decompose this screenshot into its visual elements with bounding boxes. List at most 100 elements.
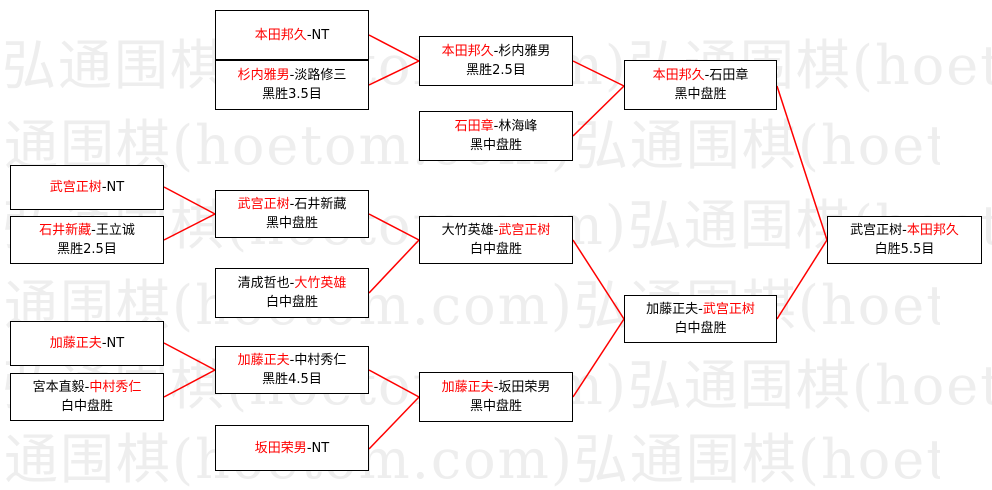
player-2-name: 林海峰: [498, 119, 538, 134]
match-box: 加藤正夫-中村秀仁 黑胜4.5目: [215, 346, 369, 394]
vs-separator: -: [91, 223, 96, 238]
match-box: 加藤正夫-NT: [10, 321, 164, 366]
player-2-name: 大竹英雄: [294, 276, 347, 291]
match-box: 武宫正树-NT: [10, 165, 164, 210]
match-box: 杉内雅男-淡路修三 黑胜3.5目: [215, 60, 369, 110]
match-players: 加藤正夫-武宫正树: [646, 300, 755, 319]
match-box: 本田邦久-石田章 黑中盘胜: [624, 60, 777, 110]
match-box: 大竹英雄-武宫正树 白中盘胜: [419, 216, 573, 264]
player-1-name: 武宫正树: [49, 180, 102, 195]
match-result: 黑中盘胜: [674, 87, 727, 102]
match-result: 白中盘胜: [469, 242, 522, 257]
match-box: 清成哲也-大竹英雄 白中盘胜: [215, 268, 369, 318]
match-box: 加藤正夫-武宫正树 白中盘胜: [624, 295, 777, 343]
vs-separator: -: [101, 180, 107, 195]
match-result: 黑中盘胜: [469, 138, 522, 153]
player-1-name: 石井新藏: [39, 223, 92, 238]
watermark-line: 弘通围棋(hoetom.com)弘通围棋(hoetom.com): [0, 430, 940, 490]
player-2-name: NT: [311, 440, 330, 456]
match-result: 白中盘胜: [265, 295, 318, 310]
match-result: 黑胜4.5目: [262, 372, 322, 387]
connector-line: [368, 239, 420, 294]
vs-separator: -: [84, 380, 90, 395]
match-players: 加藤正夫-坂田荣男: [442, 378, 551, 397]
player-1-name: 加藤正夫: [49, 336, 102, 351]
player-1-name: 坂田荣男: [254, 440, 307, 456]
match-players: 武宫正树-石井新藏: [238, 195, 347, 214]
connector-line: [368, 213, 420, 241]
match-box: 本田邦久-NT: [215, 10, 369, 60]
match-result: 黑中盘胜: [469, 399, 522, 414]
player-1-name: 加藤正夫: [237, 353, 290, 368]
connector-line: [163, 342, 216, 371]
player-2-name: 本田邦久: [906, 223, 959, 238]
match-result: 白中盘胜: [674, 321, 727, 336]
connector-line: [572, 239, 625, 320]
vs-separator: -: [289, 276, 295, 291]
player-1-name: 加藤正夫: [441, 380, 494, 395]
match-box: 武宫正树-石井新藏 黑中盘胜: [215, 190, 369, 238]
player-2-name: NT: [106, 180, 125, 195]
vs-separator: -: [698, 302, 703, 317]
player-1-name: 杉内雅男: [237, 68, 290, 83]
player-2-name: 杉内雅男: [498, 44, 551, 59]
match-box: 加藤正夫-坂田荣男 黑中盘胜: [419, 372, 573, 422]
player-2-name: 中村秀仁: [89, 380, 142, 395]
vs-separator: -: [289, 197, 295, 212]
vs-separator: -: [493, 223, 499, 238]
player-1-name: 清成哲也: [237, 276, 290, 291]
match-players: 加藤正夫-中村秀仁: [238, 351, 347, 370]
vs-separator: -: [493, 44, 499, 59]
connector-line: [572, 60, 625, 87]
player-2-name: 石田章: [709, 68, 749, 83]
vs-separator: -: [493, 119, 499, 134]
match-players: 石田章-林海峰: [455, 117, 538, 136]
match-players: 清成哲也-大竹英雄: [238, 274, 347, 293]
match-players: 杉内雅男-淡路修三: [238, 66, 347, 85]
player-2-name: 中村秀仁: [294, 353, 347, 368]
connector-line: [163, 369, 216, 398]
match-players: 石井新藏-王立诚: [39, 221, 135, 240]
match-players: 宮本直毅-中村秀仁: [33, 378, 142, 397]
vs-separator: -: [306, 440, 312, 456]
connector-line: [163, 213, 216, 241]
final-match-box: 武宫正树-本田邦久 白胜5.5目: [827, 216, 982, 264]
match-players: 武宫正树-NT: [50, 178, 124, 197]
match-players: 坂田荣男-NT: [255, 439, 329, 458]
vs-separator: -: [101, 336, 107, 351]
player-1-name: 武宫正树: [237, 197, 290, 212]
match-box: 宮本直毅-中村秀仁 白中盘胜: [10, 373, 164, 421]
match-result: 黑胜2.5目: [57, 242, 117, 257]
vs-separator: -: [289, 353, 295, 368]
connector-line: [776, 85, 828, 241]
connector-line: [163, 186, 216, 215]
match-box: 本田邦久-杉内雅男 黑胜2.5目: [419, 36, 573, 86]
player-1-name: 本田邦久: [254, 27, 307, 43]
vs-separator: -: [289, 68, 295, 83]
player-1-name: 本田邦久: [652, 68, 705, 83]
match-box: 石田章-林海峰 黑中盘胜: [419, 111, 573, 161]
connector-line: [776, 239, 828, 320]
connector-line: [368, 34, 420, 62]
connector-line: [368, 369, 420, 398]
connector-line: [572, 85, 625, 137]
match-players: 本田邦久-石田章: [653, 66, 749, 85]
match-result: 黑中盘胜: [265, 216, 318, 231]
vs-separator: -: [493, 380, 499, 395]
match-players: 大竹英雄-武宫正树: [442, 221, 551, 240]
player-1-name: 本田邦久: [441, 44, 494, 59]
match-box: 石井新藏-王立诚 黑胜2.5目: [10, 216, 164, 264]
player-2-name: 武宫正树: [702, 302, 755, 317]
player-2-name: 武宫正树: [498, 223, 551, 238]
connector-line: [368, 60, 420, 86]
player-1-name: 石田章: [454, 119, 494, 134]
player-2-name: NT: [106, 336, 125, 351]
connector-line: [572, 318, 625, 398]
player-1-name: 大竹英雄: [441, 223, 494, 238]
match-players: 武宫正树-本田邦久: [850, 221, 959, 240]
player-2-name: 淡路修三: [294, 68, 347, 83]
match-box: 坂田荣男-NT: [215, 425, 369, 471]
match-result: 黑胜2.5目: [466, 63, 526, 78]
match-players: 加藤正夫-NT: [50, 334, 124, 353]
match-result: 黑胜3.5目: [262, 87, 322, 102]
